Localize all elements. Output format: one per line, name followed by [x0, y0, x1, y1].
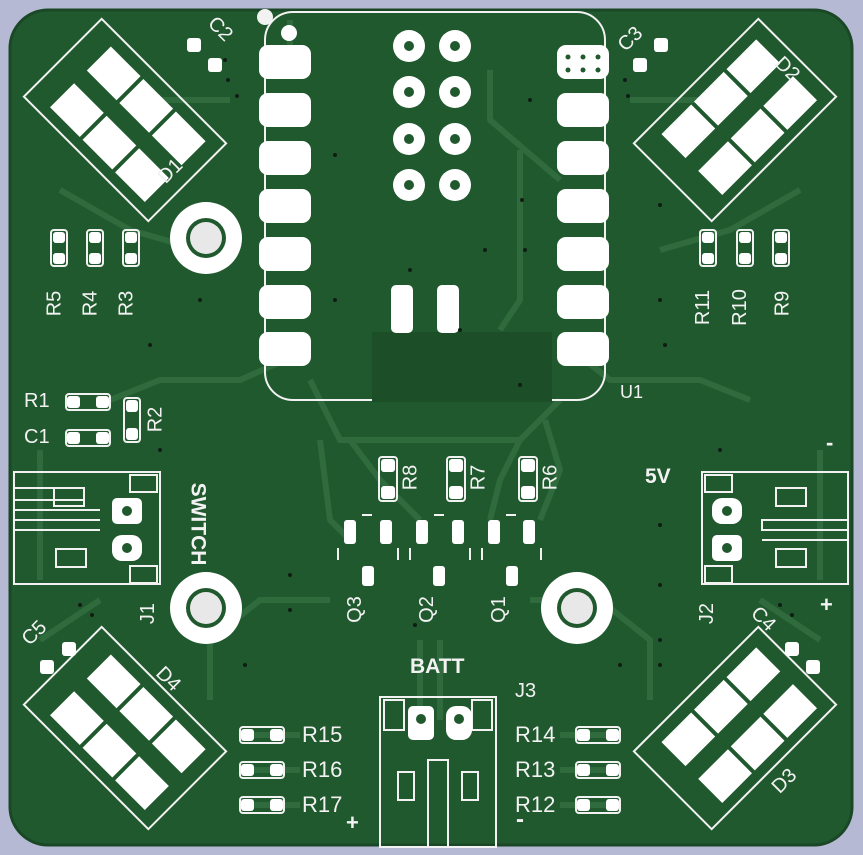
- label-r6: R6: [539, 464, 562, 491]
- label-j1: J1: [137, 602, 160, 625]
- label-d2: D2: [770, 52, 804, 86]
- label-d3: D3: [767, 764, 802, 798]
- u1-left-pads: [259, 45, 311, 366]
- u1-right-pads: [557, 45, 609, 366]
- mounting-holes: [170, 202, 613, 644]
- label-batt: BATT: [410, 655, 465, 678]
- vias: [78, 58, 794, 667]
- label-c5: C5: [17, 616, 52, 650]
- j2-connector: [701, 471, 849, 585]
- u1-top-right-vias: [565, 54, 601, 73]
- label-r10: R10: [728, 289, 751, 326]
- label-c2: C2: [203, 12, 237, 46]
- label-q1: Q1: [487, 596, 510, 623]
- label-r14: R14: [515, 722, 556, 747]
- label-switch: SWITCH: [186, 482, 210, 566]
- label-r4: R4: [79, 290, 102, 317]
- label-r15: R15: [302, 722, 343, 747]
- resistors-right-column: [699, 229, 790, 267]
- label-q2: Q2: [415, 596, 438, 623]
- j3-connector: [379, 696, 497, 848]
- label-q3: Q3: [343, 596, 366, 623]
- header-holes: [393, 30, 471, 201]
- u1-module: [257, 9, 606, 402]
- label-j3: J3: [515, 680, 537, 702]
- label-r2: R2: [144, 406, 167, 433]
- label-minus-batt: -: [516, 806, 524, 833]
- led-d3: [632, 625, 838, 831]
- label-r12: R12: [515, 792, 556, 817]
- label-minus-j2: -: [826, 430, 834, 455]
- label-r1: R1: [24, 390, 50, 412]
- label-u1: U1: [620, 382, 644, 402]
- resistors-bottom: [239, 726, 621, 814]
- r1-c1-r2-pads: [65, 393, 141, 447]
- label-c4: C4: [746, 602, 780, 636]
- label-r11: R11: [692, 289, 715, 326]
- label-5v: 5V: [645, 465, 671, 488]
- label-j2: J2: [696, 602, 719, 625]
- label-plus-batt: +: [346, 810, 359, 835]
- label-plus-j2: +: [820, 592, 833, 617]
- j1-connector: [13, 471, 161, 585]
- label-c3: C3: [613, 22, 648, 56]
- label-r17: R17: [302, 792, 343, 817]
- led-d1: [22, 17, 228, 223]
- label-r8: R8: [399, 464, 422, 491]
- label-r13: R13: [515, 757, 556, 782]
- label-r7: R7: [467, 464, 490, 491]
- label-r5: R5: [43, 290, 66, 317]
- r6-r7-r8-pads: [378, 456, 538, 502]
- label-r9: R9: [771, 290, 794, 317]
- label-c1: C1: [24, 426, 50, 448]
- led-d4: [22, 625, 228, 831]
- label-d1: D1: [153, 154, 188, 188]
- label-r3: R3: [115, 290, 138, 317]
- led-d2: [632, 17, 838, 223]
- transistors: [337, 514, 542, 586]
- label-d4: D4: [151, 662, 185, 696]
- center-pads: [391, 285, 459, 333]
- label-r16: R16: [302, 757, 343, 782]
- resistors-left-column: [50, 229, 140, 267]
- led-capacitors: [40, 38, 820, 674]
